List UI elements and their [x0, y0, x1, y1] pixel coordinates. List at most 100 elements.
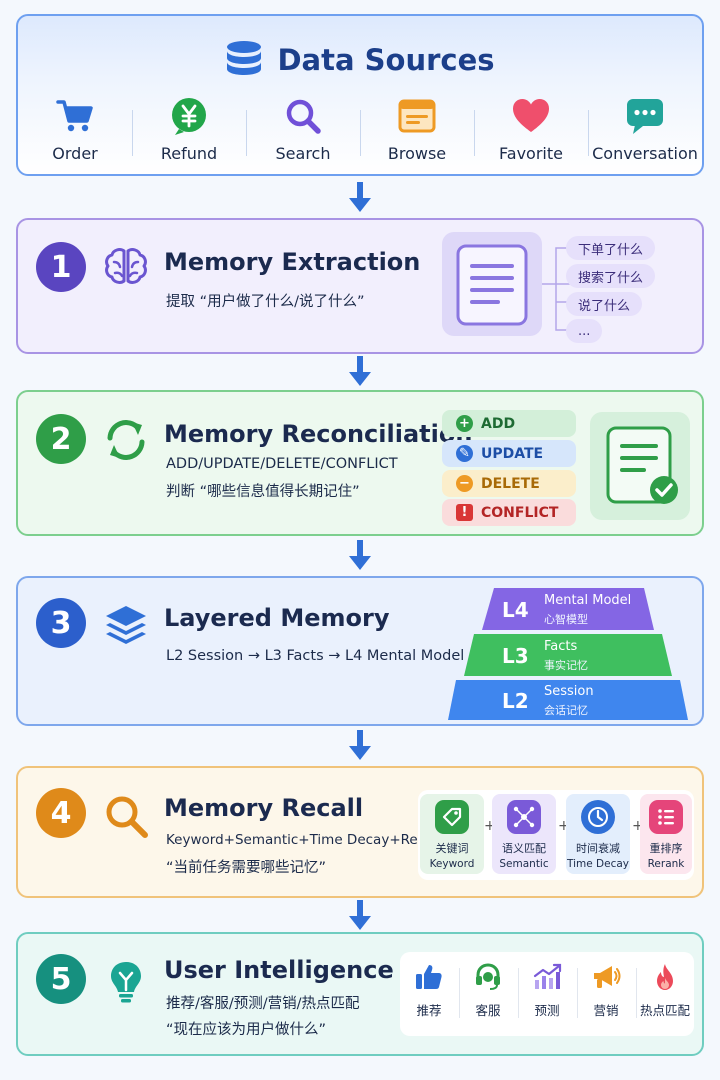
checked-document-panel: [590, 412, 690, 520]
app-predict: 预测: [518, 962, 576, 1026]
database-icon: [227, 41, 262, 75]
tag-icon: [435, 800, 469, 834]
flow-arrow-icon: [349, 730, 371, 760]
extraction-tag: 说了什么: [566, 292, 643, 316]
method-en: Keyword: [429, 858, 475, 870]
op-update: ✎ UPDATE: [442, 440, 576, 467]
method-en: Rerank: [647, 858, 685, 870]
step-title: User Intelligence: [164, 956, 394, 984]
lightbulb-icon: [111, 962, 141, 1003]
source-favorite: Favorite: [474, 96, 588, 163]
data-sources-list: Order Refund Search Browse: [18, 88, 702, 170]
plus-sign: +: [632, 818, 644, 834]
trend-chart-icon: [533, 963, 562, 989]
pyramid-shapes: [448, 588, 688, 720]
heart-icon: [513, 98, 549, 132]
plus-sign: +: [558, 818, 570, 834]
op-label: ADD: [481, 415, 516, 432]
layer-name-zh: 会话记忆: [544, 704, 588, 717]
document-check-icon: [606, 426, 678, 504]
step-number: 3: [36, 598, 86, 648]
method-en: Time Decay: [566, 858, 629, 870]
app-label: 推荐: [416, 1003, 442, 1018]
method-rerank: 重排序 Rerank: [640, 794, 692, 874]
step-subtitle: 推荐/客服/预测/营销/热点匹配: [166, 996, 360, 1012]
method-keyword: 关键词 Keyword: [420, 794, 484, 874]
warning-icon: !: [456, 504, 473, 521]
data-sources-title: Data Sources: [277, 43, 495, 77]
flame-icon: [657, 964, 673, 990]
yen-refund-icon: [172, 97, 206, 135]
step-user-intelligence: 5 User Intelligence 推荐/客服/预测/营销/热点匹配 “现在…: [16, 932, 704, 1056]
pencil-icon: ✎: [456, 445, 473, 462]
data-sources-card: Data Sources Order Refund Search: [16, 14, 704, 176]
step-subtitle: 提取 “用户做了什么/说了什么”: [166, 294, 365, 310]
document-icon: [456, 244, 528, 326]
separator: [518, 968, 519, 1018]
layer-name-en: Mental Model: [544, 593, 632, 608]
source-label: Refund: [160, 143, 218, 163]
magnifier-icon: [106, 796, 148, 838]
separator: [577, 968, 578, 1018]
app-label: 客服: [475, 1003, 501, 1018]
method-time-decay: 时间衰减 Time Decay: [566, 794, 630, 874]
headset-icon: [476, 963, 500, 990]
minus-icon: −: [456, 475, 473, 492]
app-label: 预测: [534, 1003, 560, 1018]
method-zh: 关键词: [435, 842, 469, 855]
app-customer-service: 客服: [459, 962, 517, 1026]
step-memory-recall: 4 Memory Recall Keyword+Semantic+Time De…: [16, 766, 704, 898]
step-title: Memory Extraction: [164, 248, 421, 276]
step-number: 5: [36, 954, 86, 1004]
step-subtitle-2: 判断 “哪些信息值得长期记住”: [166, 484, 360, 500]
extraction-tag: 下单了什么: [566, 236, 656, 260]
layer-name-en: Session: [544, 684, 594, 699]
op-label: DELETE: [481, 475, 540, 492]
magnifier-icon: [286, 99, 321, 134]
step-title: Layered Memory: [164, 604, 390, 632]
source-order: Order: [18, 96, 132, 163]
source-browse: Browse: [360, 96, 474, 163]
step-memory-extraction: 1 Memory Extraction 提取 “用户做了什么/说了什么” 下单了…: [16, 218, 704, 354]
step-subtitle: ADD/UPDATE/DELETE/CONFLICT: [166, 456, 398, 472]
step-subtitle: Keyword+Semantic+Time Decay+Rerank: [166, 832, 448, 848]
plus-icon: +: [456, 415, 473, 432]
layer-l2-shape: [448, 680, 688, 720]
chat-bubble-icon: [627, 98, 663, 134]
sync-arrows-icon: [107, 420, 145, 460]
separator: [636, 968, 637, 1018]
flow-arrow-icon: [349, 900, 371, 930]
separator: [459, 968, 460, 1018]
step-number: 4: [36, 788, 86, 838]
plus-sign: +: [484, 818, 496, 834]
layer-code: L2: [502, 689, 529, 713]
step-layered-memory: 3 Layered Memory L2 Session → L3 Facts →…: [16, 576, 704, 726]
method-zh: 重排序: [649, 842, 683, 855]
source-search: Search: [246, 96, 360, 163]
intelligence-applications: 推荐 客服 预测: [400, 952, 694, 1036]
op-conflict: ! CONFLICT: [442, 499, 576, 526]
op-delete: − DELETE: [442, 470, 576, 497]
step-number: 1: [36, 242, 86, 292]
network-icon: [507, 800, 541, 834]
source-label: Search: [275, 143, 331, 163]
step-subtitle-2: “当前任务需要哪些记忆”: [166, 860, 327, 876]
memory-pyramid: L4 Mental Model 心智模型 L3 Facts 事实记忆 L2 Se…: [448, 588, 688, 720]
source-label: Favorite: [499, 143, 563, 163]
step-title: Memory Recall: [164, 794, 364, 822]
brain-icon: [105, 248, 147, 284]
flow-arrow-icon: [349, 182, 371, 212]
stacked-layers-icon: [106, 606, 146, 644]
layer-name-zh: 事实记忆: [544, 659, 588, 672]
recall-methods: 关键词 Keyword + 语义匹配 Semantic + 时间衰减 Time …: [418, 790, 694, 880]
app-label: 营销: [593, 1003, 619, 1018]
source-refund: Refund: [132, 96, 246, 163]
cart-icon: [56, 99, 93, 131]
layer-code: L4: [502, 598, 529, 622]
step-subtitle: L2 Session → L3 Facts → L4 Mental Model: [166, 648, 465, 664]
data-sources-header: Data Sources: [18, 40, 702, 80]
method-en: Semantic: [499, 858, 549, 870]
method-semantic: 语义匹配 Semantic: [492, 794, 556, 874]
app-recommend: 推荐: [400, 962, 458, 1026]
layer-name-en: Facts: [544, 639, 578, 654]
